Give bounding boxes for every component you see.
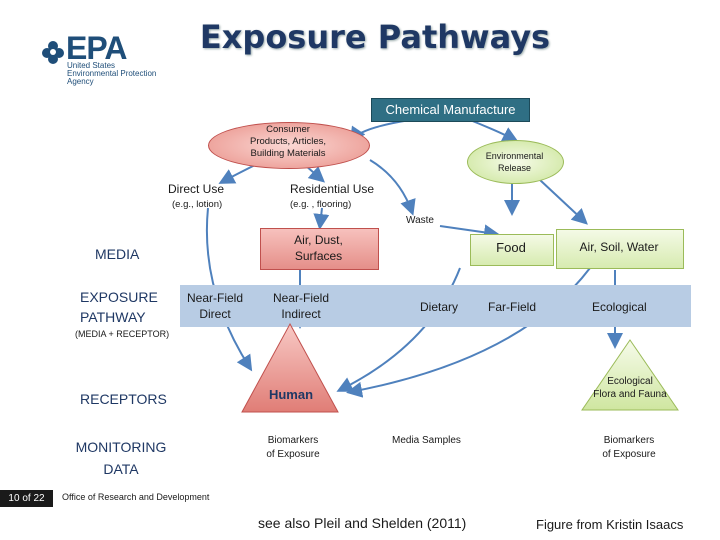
ecological-flora-fauna-label: Ecological Flora and Fauna [593,376,667,400]
air-soil-water-box [556,229,684,269]
epa-logo-subtitle: United States Environmental Protection A… [67,61,157,86]
dietary-label: Dietary [420,300,459,314]
row-label-monitoring-data: MONITORING DATA [75,439,167,477]
near-field-direct-label: Near-Field Direct [186,291,243,321]
row-label-media-receptor: (MEDIA + RECEPTOR) [75,329,170,339]
row-label-exposure-pathway: EXPOSURE PATHWAY [80,289,158,325]
see-also-citation: see also Pleil and Shelden (2011) [258,515,467,531]
consumer-products-ellipse [208,122,370,169]
residential-use-example: (e.g. , flooring) [290,199,352,210]
media-samples-label: Media Samples [392,435,461,446]
environmental-release-label: Environmental Release [485,151,544,173]
air-soil-water-label: Air, Soil, Water [579,240,659,254]
ecological-pathway-label: Ecological [592,300,647,314]
environmental-release-ellipse [467,140,564,184]
waste-label: Waste [406,215,434,226]
human-triangle [241,322,339,413]
arrow-waste-to-food [439,224,500,241]
arrow-envrel-to-air-soil [539,179,588,225]
arrow-consumer-to-waste [369,159,416,216]
human-label: Human [268,387,314,402]
chemical-manufacture-box: Chemical Manufacture [371,98,530,122]
air-dust-surfaces-label: Air, Dust, Surfaces [294,233,343,263]
food-label: Food [496,240,526,255]
epa-flower-icon [42,41,64,64]
arrow-chem-to-envrel [469,119,519,142]
biomarkers-human-label: Biomarkers of Exposure [266,435,320,460]
exposure-pathway-band [180,285,691,327]
epa-logo-wordmark: EPA [66,30,127,66]
consumer-products-label: Consumer Products, Articles, Building Ma… [249,124,327,159]
direct-use-label: Direct Use [168,182,225,196]
row-label-receptors: RECEPTORS [80,391,167,407]
ecological-triangle [581,339,679,411]
food-box [470,234,554,266]
office-label: Office of Research and Development [62,492,210,502]
far-field-label: Far-Field [488,300,537,314]
direct-use-example: (e.g., lotion) [172,199,223,210]
page-title: Exposure Pathways [199,18,551,56]
near-field-indirect-label: Near-Field Indirect [272,291,329,321]
page-number: 10 of 22 [0,490,53,507]
residential-use-label: Residential Use [290,182,375,196]
biomarkers-eco-label: Biomarkers of Exposure [602,435,656,460]
arrow-res-to-air [313,207,330,230]
air-dust-surfaces-box [260,228,379,270]
figure-credit: Figure from Kristin Isaacs [536,517,684,532]
row-label-media: MEDIA [95,246,140,262]
arrow-consumer-to-direct [218,164,256,184]
